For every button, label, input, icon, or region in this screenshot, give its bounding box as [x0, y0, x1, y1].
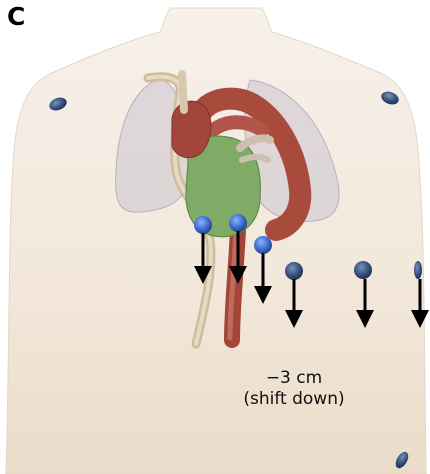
- superior-vessel: [182, 74, 184, 110]
- panel-label: C: [7, 2, 25, 31]
- electrode-shifted: [414, 261, 422, 279]
- shift-direction: (shift down): [212, 389, 376, 410]
- electrode-shifted: [194, 216, 212, 234]
- electrode-shifted: [285, 262, 303, 280]
- vessel-stub: [242, 157, 268, 160]
- shift-amount: −3 cm: [212, 368, 376, 389]
- shift-annotation: −3 cm (shift down): [212, 368, 376, 410]
- electrode-shifted: [354, 261, 372, 279]
- electrode-shifted: [254, 236, 272, 254]
- electrode-shifted: [229, 214, 247, 232]
